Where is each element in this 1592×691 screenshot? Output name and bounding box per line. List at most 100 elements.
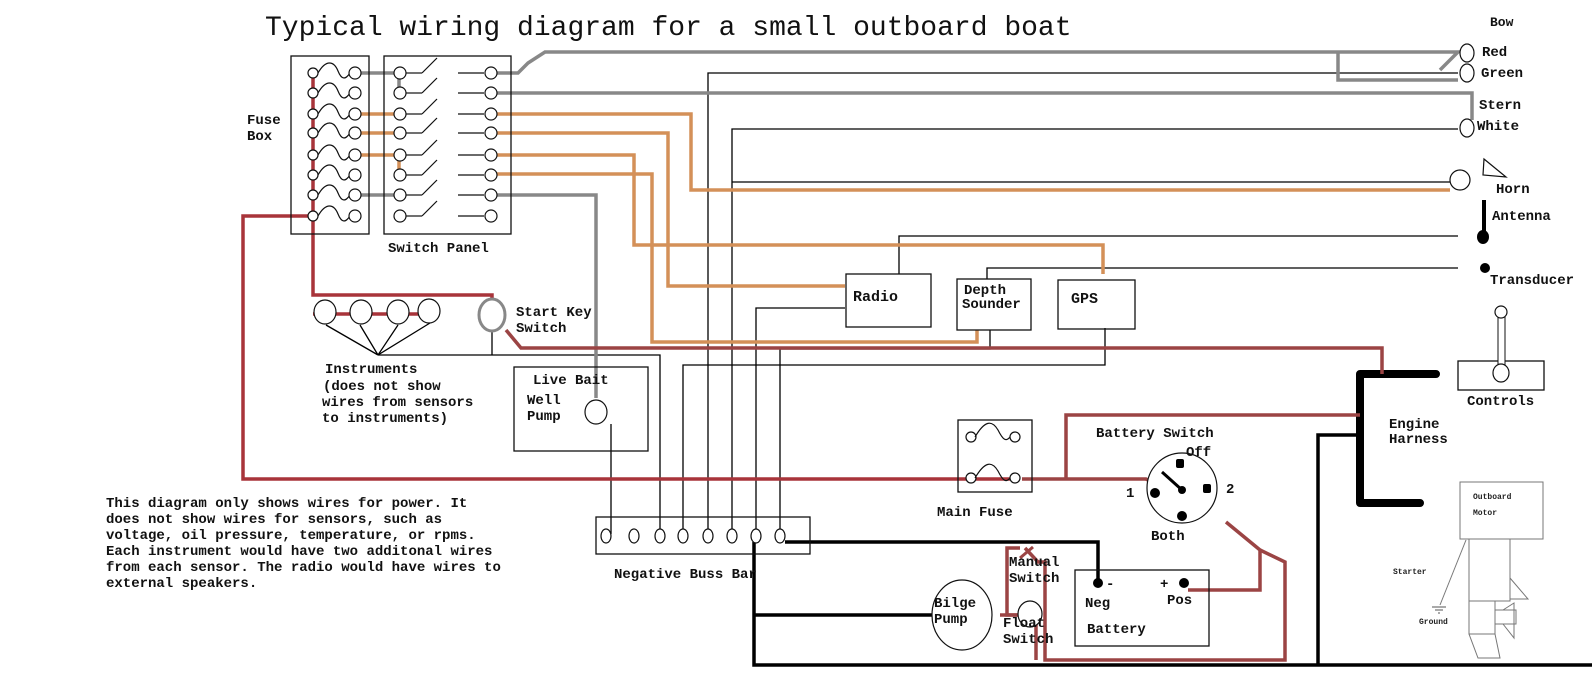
panel-switch[interactable] <box>393 159 498 182</box>
fuse <box>307 62 362 80</box>
live-bait-label: Well <box>527 393 561 409</box>
throttle-lever[interactable] <box>1497 316 1506 366</box>
footnote-line: This diagram only shows wires for power.… <box>106 496 467 512</box>
panel-switch[interactable] <box>393 139 498 162</box>
buss-terminal <box>628 528 640 544</box>
switch-terminal-in <box>393 107 407 121</box>
wire-stern-light <box>497 91 1474 120</box>
buss-to-battery-neg <box>785 540 1100 582</box>
white-light-label: White <box>1477 119 1519 135</box>
outboard-motor: Outboard Motor Starter Ground <box>1393 481 1544 659</box>
buss-to-bilge <box>752 542 1592 667</box>
motor-label: Outboard <box>1473 493 1512 502</box>
footnote-line: does not show wires for sensors, such as <box>106 512 442 528</box>
battery-switch: Battery Switch Off 1 2 Both <box>1096 426 1234 545</box>
fuse-box-frame <box>290 55 370 235</box>
switch-terminal-out <box>484 107 498 121</box>
depth-sounder-label: Depth <box>964 283 1006 299</box>
fuse-element <box>317 184 351 201</box>
switch-blade <box>421 98 438 115</box>
panel-switch[interactable] <box>393 77 498 100</box>
bilge-pump-label: Pump <box>934 612 968 628</box>
panel-switch[interactable] <box>393 179 498 202</box>
fuse-element <box>317 164 351 181</box>
switch-terminal-out <box>484 188 498 202</box>
fuse <box>307 184 362 202</box>
fuse-terminal <box>307 189 319 201</box>
ground-wire-transducer <box>986 267 1458 279</box>
ground-icon <box>1432 606 1446 614</box>
wire-key-to-engine <box>504 328 1384 374</box>
bow-label: Bow <box>1490 15 1514 30</box>
panel-switch[interactable] <box>393 98 498 121</box>
instruments-note: wires from sensors <box>322 395 473 411</box>
switch-terminal-in <box>393 86 407 100</box>
radio: Radio <box>845 273 932 328</box>
switch-panel-label: Switch Panel <box>388 241 489 257</box>
fuse <box>307 122 362 140</box>
live-bait-pump: Live Bait Well Pump <box>513 366 649 452</box>
buss-bar-frame <box>595 516 811 555</box>
panel-switch[interactable] <box>393 57 498 80</box>
buss-terminal <box>677 528 689 544</box>
start-key-label: Switch <box>516 321 566 337</box>
fuse-element <box>974 463 1011 482</box>
switch-terminal-out <box>484 168 498 182</box>
wire-main-fuse-to-switch <box>1022 477 1159 487</box>
motor-powerhead <box>1459 481 1544 540</box>
panel-switch[interactable] <box>393 117 498 140</box>
battery-pos-terminal <box>1179 578 1189 588</box>
navigation-lights: Bow Red Green Stern White <box>1459 15 1523 138</box>
switch-terminal-out <box>484 148 498 162</box>
switch-terminal-in <box>393 188 407 202</box>
antenna: Antenna <box>1477 200 1551 244</box>
panel-switch[interactable] <box>393 200 498 223</box>
instrument-gauge <box>417 298 441 324</box>
fuse-terminal <box>307 87 319 99</box>
transducer: Transducer <box>1480 263 1574 289</box>
switch-pos-1: 1 <box>1126 486 1134 502</box>
motor-propeller-hub <box>1494 609 1517 625</box>
antenna-base <box>1477 230 1489 244</box>
switch-terminal-out <box>484 209 498 223</box>
main-fuse: Main Fuse <box>937 419 1033 521</box>
radio-label: Radio <box>853 289 898 306</box>
motor-cavitation-plate <box>1509 577 1530 600</box>
buss-bar-label: Negative Buss Bar <box>614 567 757 583</box>
switch-blade <box>421 57 438 74</box>
switch-blade <box>421 139 438 156</box>
depth-sounder-label: Sounder <box>962 297 1021 313</box>
ground-wire-antenna <box>898 235 1458 274</box>
fuse-box: Fuse Box <box>247 55 370 235</box>
start-key-label: Start Key <box>516 305 592 321</box>
fuse <box>307 103 362 121</box>
fuse-element <box>317 144 351 161</box>
buss-terminal <box>774 528 786 544</box>
horn: Horn <box>1449 157 1530 198</box>
fuse-terminal <box>307 169 319 181</box>
fuse-terminal <box>307 210 319 222</box>
instruments: Instruments (does not show wires from se… <box>313 298 473 427</box>
bilge-pump-symbol <box>931 579 993 651</box>
engine-harness-cable <box>1356 370 1440 507</box>
instrument-gauge <box>313 299 337 325</box>
wire-switch-to-bilge <box>1023 546 1287 662</box>
key-switch-symbol <box>477 297 507 333</box>
gps-label: GPS <box>1071 291 1098 308</box>
motor-propeller <box>1502 602 1515 640</box>
switch-terminal-off <box>1176 459 1184 468</box>
fuse <box>307 205 362 223</box>
fuse-terminal <box>348 148 362 162</box>
wire-depth <box>497 172 979 344</box>
float-switch-label: Switch <box>1003 632 1053 648</box>
buss-terminal <box>654 528 666 544</box>
instrument-gauge <box>386 299 410 325</box>
transducer-label: Transducer <box>1490 273 1574 289</box>
throttle-knob <box>1494 305 1508 319</box>
switch-terminal-out <box>484 86 498 100</box>
manual-switch-label: Switch <box>1009 571 1059 587</box>
antenna-label: Antenna <box>1492 209 1551 225</box>
fuse-box-label: Box <box>247 129 273 145</box>
radio-box <box>845 273 932 328</box>
